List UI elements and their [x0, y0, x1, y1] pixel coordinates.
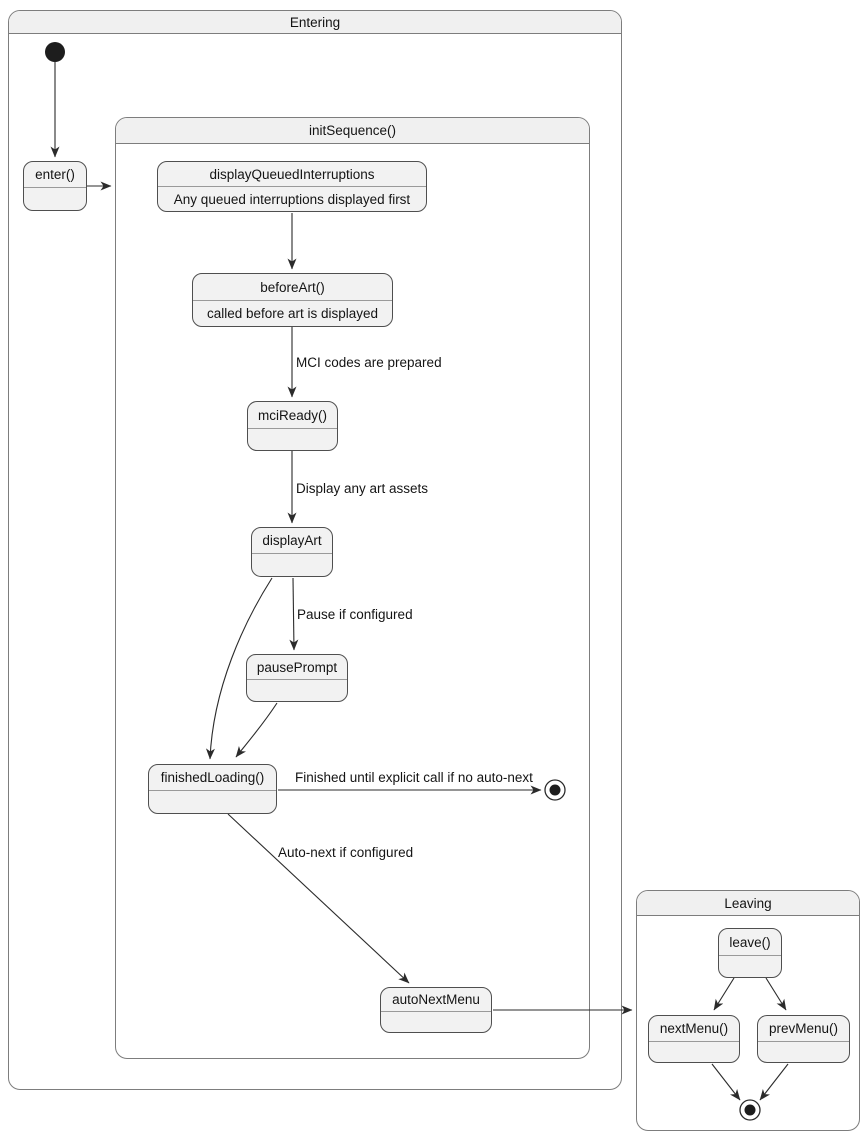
state-display-queued-interruptions-title: displayQueuedInterruptions	[158, 162, 426, 187]
state-display-queued-interruptions: displayQueuedInterruptions Any queued in…	[157, 161, 427, 212]
state-prev-menu: prevMenu()	[757, 1015, 850, 1063]
state-before-art-description: called before art is displayed	[206, 306, 379, 321]
edge-label-pause-if-configured: Pause if configured	[297, 607, 413, 622]
container-entering-header: Entering	[9, 11, 621, 34]
state-before-art-title: beforeArt()	[193, 274, 392, 301]
state-enter-body	[24, 188, 86, 210]
container-leaving-title: Leaving	[724, 895, 772, 911]
container-init-sequence-header: initSequence()	[116, 118, 589, 144]
state-finished-loading-title: finishedLoading()	[149, 765, 276, 791]
container-leaving-header: Leaving	[637, 891, 859, 916]
edge-label-auto-next: Auto-next if configured	[278, 845, 414, 860]
edge-label-mci-codes: MCI codes are prepared	[296, 355, 442, 370]
container-init-sequence: initSequence()	[115, 117, 590, 1059]
state-mci-ready-title: mciReady()	[248, 402, 337, 429]
edge-label-display-assets: Display any art assets	[296, 481, 429, 496]
state-next-menu: nextMenu()	[648, 1015, 740, 1063]
state-leave-title: leave()	[719, 929, 781, 956]
state-mci-ready: mciReady()	[247, 401, 338, 451]
state-prev-menu-title: prevMenu()	[758, 1016, 849, 1042]
state-pause-prompt-title: pausePrompt	[247, 655, 347, 680]
state-mci-ready-body	[248, 429, 337, 450]
state-display-queued-interruptions-description: Any queued interruptions displayed first	[173, 191, 411, 207]
state-enter: enter()	[23, 161, 87, 211]
state-next-menu-body	[649, 1042, 739, 1062]
state-leave-body	[719, 956, 781, 977]
state-auto-next-menu: autoNextMenu	[380, 987, 492, 1033]
state-auto-next-menu-body	[381, 1012, 491, 1032]
state-display-art-body	[252, 554, 332, 576]
state-next-menu-title: nextMenu()	[649, 1016, 739, 1042]
edge-label-finished-until: Finished until explicit call if no auto-…	[295, 770, 533, 785]
state-finished-loading-body	[149, 791, 276, 813]
state-leave: leave()	[718, 928, 782, 978]
state-finished-loading: finishedLoading()	[148, 764, 277, 814]
state-display-art: displayArt	[251, 527, 333, 577]
state-display-art-title: displayArt	[252, 528, 332, 554]
container-init-sequence-title: initSequence()	[308, 123, 397, 138]
state-auto-next-menu-title: autoNextMenu	[381, 988, 491, 1012]
container-entering-title: Entering	[289, 14, 341, 30]
state-before-art: beforeArt() called before art is display…	[192, 273, 393, 327]
state-pause-prompt-body	[247, 680, 347, 701]
container-leaving: Leaving	[636, 890, 860, 1131]
state-pause-prompt: pausePrompt	[246, 654, 348, 702]
state-enter-title: enter()	[24, 162, 86, 188]
state-prev-menu-body	[758, 1042, 849, 1062]
